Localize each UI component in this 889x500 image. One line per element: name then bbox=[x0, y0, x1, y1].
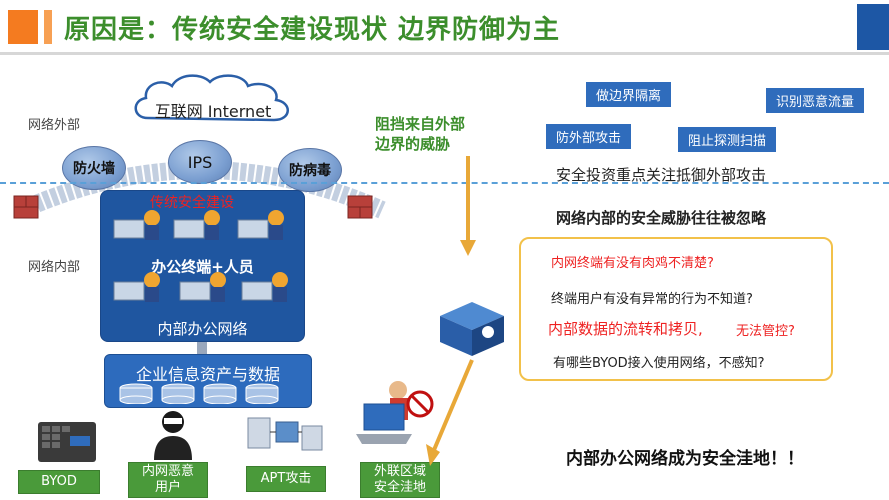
insider-label: 内网恶意用户 bbox=[128, 462, 208, 498]
apt-attack-icon bbox=[247, 417, 323, 451]
external-zone-label: 外联区域安全洼地 bbox=[360, 462, 440, 498]
external-attacker-icon bbox=[356, 381, 434, 444]
question-3b: 无法管控? bbox=[736, 324, 795, 339]
apt-label: APT攻击 bbox=[246, 466, 326, 492]
header-blue-block bbox=[857, 4, 889, 50]
block-scan-tag: 阻止探测扫描 bbox=[678, 127, 777, 152]
questions-box bbox=[519, 237, 833, 381]
boundary-dashed-line bbox=[0, 182, 889, 184]
header-orange-stripe bbox=[44, 10, 52, 44]
insider-user-icon bbox=[154, 411, 192, 460]
outside-region-label: 网络外部 bbox=[28, 118, 81, 133]
inside-region-label: 网络内部 bbox=[28, 260, 81, 275]
investment-focus-text: 安全投资重点关注抵御外部攻击 bbox=[556, 166, 767, 184]
antivirus-label: 防病毒 bbox=[289, 163, 331, 179]
building-icon bbox=[440, 302, 504, 356]
conclusion-text: 内部办公网络成为安全洼地！！ bbox=[566, 449, 804, 469]
question-2: 终端用户有没有异常的行为不知道? bbox=[551, 292, 753, 307]
user-laptop-icon bbox=[241, 272, 288, 302]
byod-label: BYOD bbox=[18, 470, 100, 494]
office-network-label: 内部办公网络 bbox=[157, 320, 248, 338]
user-laptop-icon bbox=[113, 272, 160, 302]
isolation-tag: 做边界隔离 bbox=[586, 82, 672, 107]
firewall-label: 防火墙 bbox=[73, 161, 115, 177]
user-laptop-icon bbox=[179, 272, 226, 302]
header-orange-block bbox=[8, 10, 38, 44]
antivirus-node: 防病毒 bbox=[278, 148, 342, 192]
threat-blocking-label: 阻挡来自外部 边界的威胁 bbox=[375, 114, 465, 154]
office-network-box bbox=[100, 190, 305, 342]
internal-threat-ignored-text: 网络内部的安全威胁往往被忽略 bbox=[556, 209, 767, 227]
header-bar: 原因是：传统安全建设现状 边界防御为主 bbox=[0, 0, 889, 55]
threat-label-line2: 边界的威胁 bbox=[375, 135, 451, 153]
question-4: 有哪些BYOD接入使用网络，不感知? bbox=[553, 356, 765, 371]
office-terminals-label: 办公终端+人员 bbox=[151, 258, 254, 276]
internet-label: 互联网 Internet bbox=[154, 102, 272, 121]
user-laptop-icon bbox=[237, 210, 284, 240]
threat-label-line1: 阻挡来自外部 bbox=[375, 115, 466, 133]
enterprise-data-label: 企业信息资产与数据 bbox=[135, 365, 280, 384]
traditional-security-label: 传统安全建设 bbox=[150, 195, 234, 211]
network-connector bbox=[197, 342, 207, 356]
question-3a: 内部数据的流转和拷贝, bbox=[548, 320, 703, 338]
database-icons bbox=[119, 383, 279, 404]
ips-label: IPS bbox=[187, 152, 213, 172]
user-laptop-icon bbox=[173, 210, 220, 240]
user-laptop-icon bbox=[113, 210, 160, 240]
page-title: 原因是：传统安全建设现状 边界防御为主 bbox=[64, 15, 561, 45]
threat-arrows bbox=[426, 156, 476, 466]
ips-node: IPS bbox=[168, 140, 232, 184]
question-1: 内网终端有没有肉鸡不清楚? bbox=[551, 256, 714, 271]
internet-cloud-icon bbox=[134, 74, 289, 122]
byod-keyboard-icon bbox=[38, 422, 96, 462]
malicious-traffic-tag: 识别恶意流量 bbox=[766, 88, 865, 113]
prevent-attack-tag: 防外部攻击 bbox=[546, 124, 632, 149]
header-divider bbox=[0, 52, 889, 55]
